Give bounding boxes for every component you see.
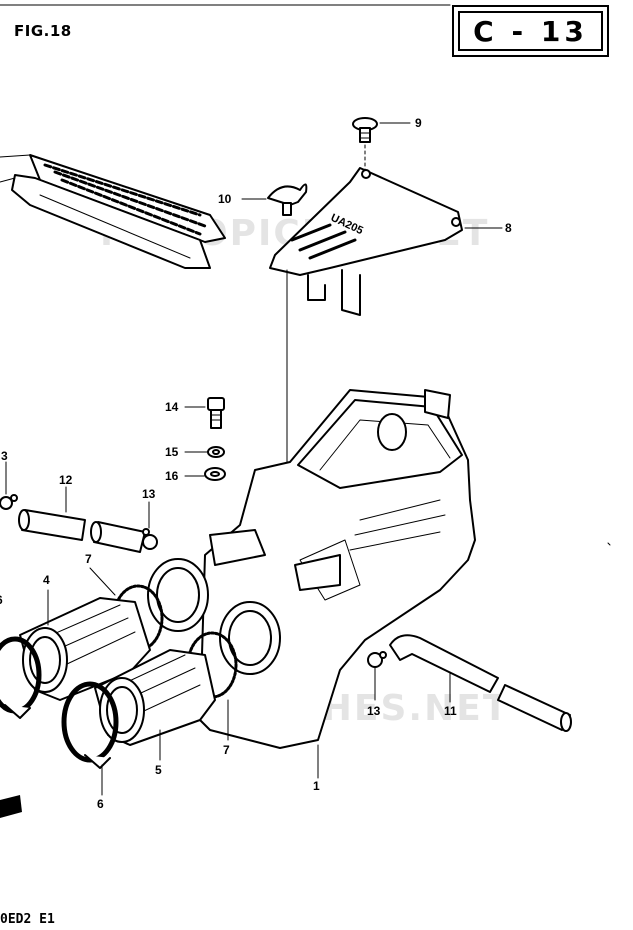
callout-4: 4 (43, 573, 50, 587)
figure-label: FIG.18 (14, 22, 72, 40)
air-cleaner-cover-part-8: UA205 (269, 167, 463, 316)
callout-3: 3 (1, 449, 8, 463)
page-code-inner-frame: C - 13 (458, 11, 603, 51)
page-code: C - 13 (473, 14, 588, 48)
callout-13-upper: 13 (142, 487, 156, 501)
clamp-part-6-right (61, 681, 119, 769)
callout-12: 12 (59, 473, 73, 487)
clamp-part-6-left (0, 636, 42, 719)
callout-9: 9 (415, 116, 422, 130)
callout-8: 8 (505, 221, 512, 235)
intake-boot-part-5 (94, 649, 216, 746)
breather-hose-part-12 (18, 509, 146, 553)
callout-10: 10 (218, 192, 232, 206)
washer-part-15 (207, 446, 225, 458)
intake-boot-part-4 (19, 597, 151, 701)
wing-bolt-part-10 (267, 183, 308, 216)
callout-7-lower: 7 (223, 743, 230, 757)
callout-5: 5 (155, 763, 162, 777)
offpage-part-fragment (0, 795, 22, 818)
callout-11: 11 (444, 704, 457, 718)
callout-14: 14 (165, 400, 179, 414)
clip-part-3 (0, 494, 18, 510)
clip-part-13-lower (367, 651, 387, 668)
callout-15: 15 (165, 445, 179, 459)
bolt-part-14 (207, 397, 225, 429)
model-code: 0ED2 E1 (0, 912, 55, 927)
page-code-box: C - 13 (452, 5, 609, 57)
washer-part-16 (204, 467, 226, 481)
callout-16: 16 (165, 469, 179, 483)
callout-6-left: 6 (0, 593, 3, 607)
screw-part-9 (352, 117, 378, 143)
callout-6-right: 6 (97, 797, 104, 811)
drain-hose-part-11 (389, 634, 572, 732)
callout-7-upper: 7 (85, 552, 92, 566)
clip-part-13-upper (142, 528, 158, 550)
callout-1: 1 (313, 779, 320, 793)
air-filter-element (0, 154, 226, 269)
callout-13-lower: 13 (367, 704, 381, 718)
